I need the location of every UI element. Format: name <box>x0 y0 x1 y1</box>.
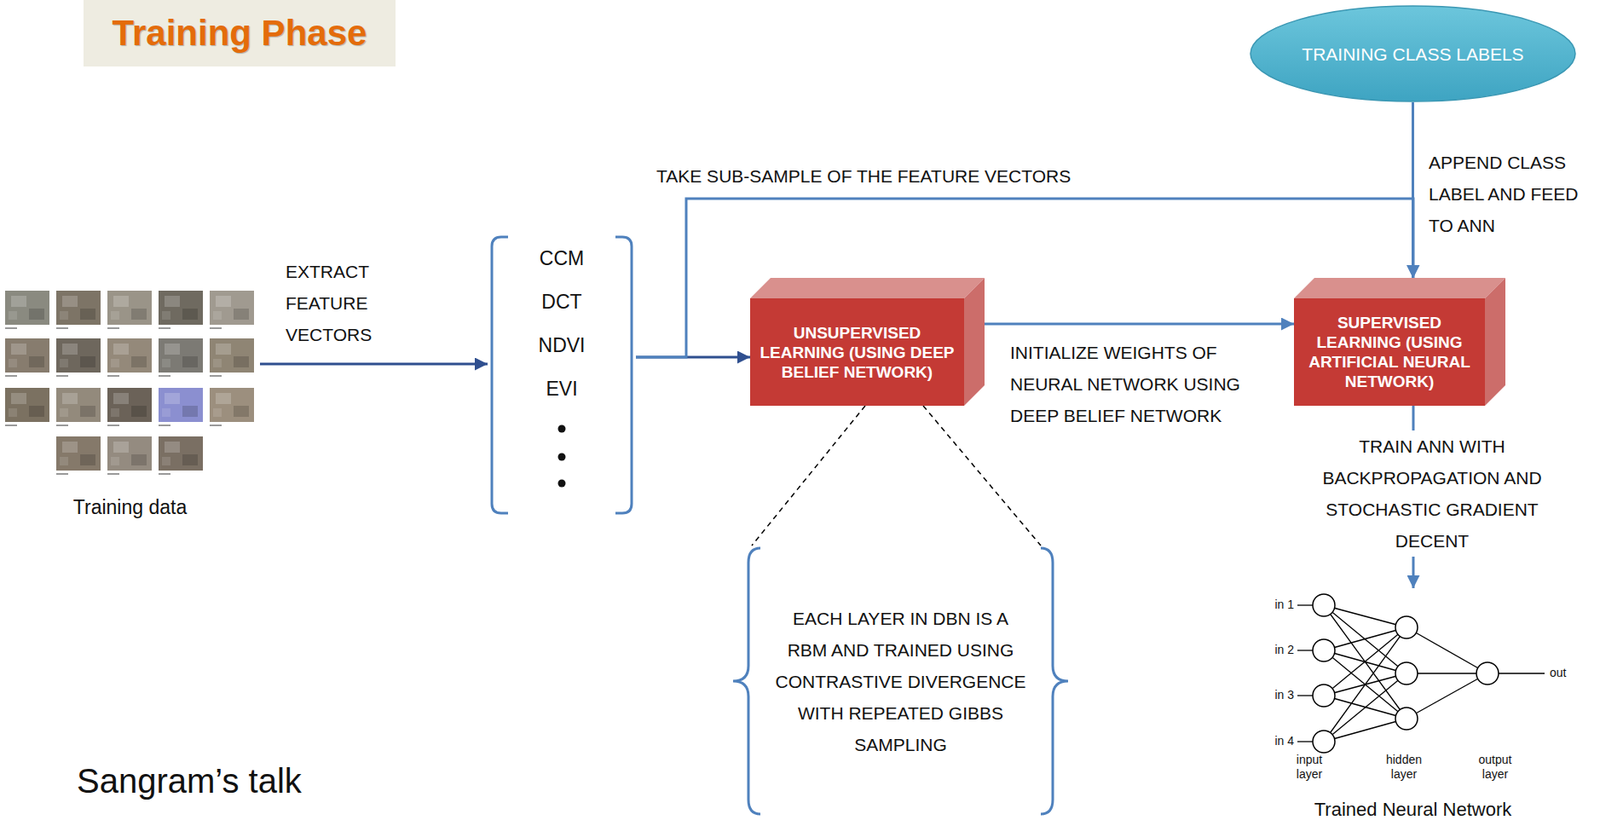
box-front <box>1293 298 1485 406</box>
text-area: TRAINING CLASS LABELS <box>1249 5 1577 103</box>
node-text: Trained Neural Network <box>1253 797 1573 822</box>
curly-brace <box>1040 548 1069 815</box>
node-text: SUPERVISED LEARNING (USING ARTIFICIAL NE… <box>1300 312 1479 392</box>
title-panel: Training Phase <box>83 0 396 67</box>
input-label: in 1 <box>1259 597 1294 613</box>
box-top <box>750 277 985 299</box>
node-shape <box>750 277 985 406</box>
text-area: EACH LAYER IN DBN IS A RBM AND TRAINED U… <box>729 545 1072 817</box>
ellipsis-dot <box>558 425 567 434</box>
node-text: CCM <box>487 236 636 281</box>
connector <box>984 323 1294 326</box>
ellipse-shape <box>1250 5 1576 102</box>
footer-note: Sangram’s talk <box>76 760 302 802</box>
node-text: DCT <box>487 280 636 324</box>
node-text: NDVI <box>487 323 636 368</box>
input-label: in 3 <box>1259 687 1294 703</box>
image-grid <box>5 290 255 475</box>
input-label: in 4 <box>1259 733 1294 749</box>
figure-node: Training data <box>0 285 260 526</box>
feature-list: CCMDCTNDVIEVI <box>487 234 636 516</box>
box-side <box>964 277 985 406</box>
layer-label: input layer <box>1283 752 1335 782</box>
connector <box>259 363 488 366</box>
ellipsis-dot <box>558 453 567 462</box>
connector <box>751 405 1041 546</box>
node-text: Training data <box>0 495 260 520</box>
edge-label: TAKE SUB-SAMPLE OF THE FEATURE VECTORS <box>656 160 1071 192</box>
node-text: TRAINING CLASS LABELS <box>1298 40 1529 68</box>
process-box: SUPERVISED LEARNING (USING ARTIFICIAL NE… <box>1293 277 1506 406</box>
node-text: EVI <box>487 367 636 411</box>
connector <box>1411 102 1415 278</box>
box-face: SUPERVISED LEARNING (USING ARTIFICIAL NE… <box>1293 298 1485 406</box>
square-bracket <box>615 236 632 514</box>
box-face: UNSUPERVISED LEARNING (USING DEEP BELIEF… <box>750 298 965 406</box>
edge-label: APPEND CLASS LABEL AND FEED TO ANN <box>1428 146 1591 242</box>
input-ellipse: TRAINING CLASS LABELS <box>1249 5 1577 103</box>
callout-note: EACH LAYER IN DBN IS A RBM AND TRAINED U… <box>729 545 1072 817</box>
box-side <box>1484 277 1506 406</box>
neural-network-figure <box>1297 594 1545 753</box>
square-bracket <box>491 236 509 514</box>
node-shape <box>487 234 636 516</box>
process-box: UNSUPERVISED LEARNING (USING DEEP BELIEF… <box>750 277 985 406</box>
box-top <box>1293 277 1506 299</box>
layer-label: output layer <box>1469 752 1521 782</box>
node-text: EACH LAYER IN DBN IS A RBM AND TRAINED U… <box>773 602 1029 761</box>
node-text: UNSUPERVISED LEARNING (USING DEEP BELIEF… <box>756 323 958 382</box>
box-front <box>750 298 965 406</box>
ellipsis-dot <box>558 479 567 488</box>
edge-label: TRAIN ANN WITH BACKPROPAGATION AND STOCH… <box>1295 430 1569 557</box>
input-label: in 2 <box>1259 642 1294 658</box>
figure-node: Trained Neural Network <box>1253 588 1573 826</box>
output-label: out <box>1549 665 1584 681</box>
title-text: Training Phase <box>112 12 368 54</box>
curly-brace <box>733 548 761 815</box>
layer-label: hidden layer <box>1378 752 1430 782</box>
edge-label: INITIALIZE WEIGHTS OF NEURAL NETWORK USI… <box>1010 336 1254 432</box>
edge-label: EXTRACT FEATURE VECTORS <box>285 255 397 351</box>
